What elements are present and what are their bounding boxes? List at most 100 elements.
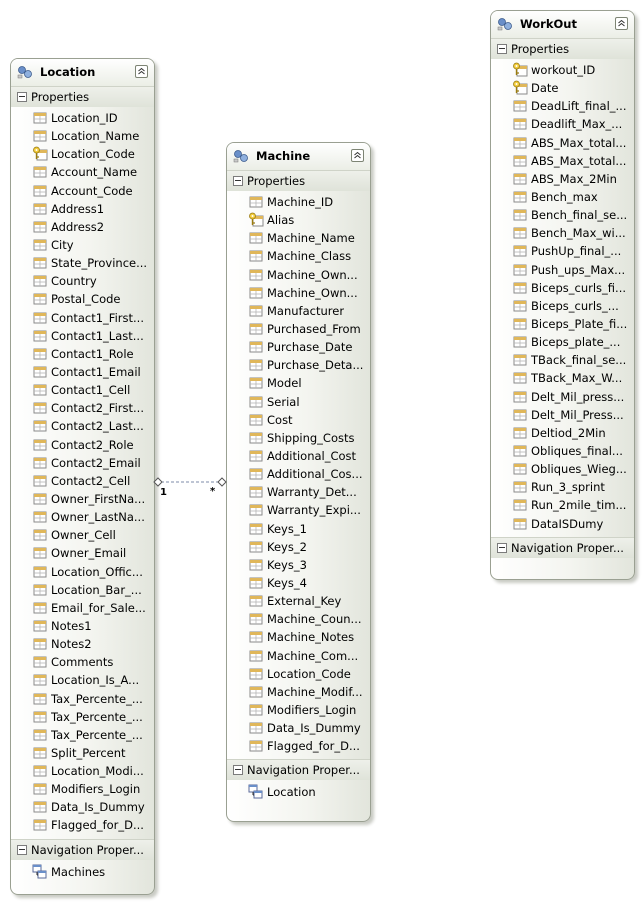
property-item[interactable]: Location_Name — [11, 127, 154, 145]
property-item[interactable]: Machine_ID — [227, 193, 370, 211]
navigation-section-header[interactable]: Navigation Proper... — [227, 759, 370, 781]
property-item[interactable]: Delt_Mil_Press... — [491, 406, 634, 424]
property-item[interactable]: Account_Code — [11, 182, 154, 200]
collapse-icon[interactable] — [615, 17, 628, 30]
property-item[interactable]: Warranty_Det... — [227, 483, 370, 501]
property-item[interactable]: Obliques_final... — [491, 442, 634, 460]
property-item[interactable]: Contact1_Last... — [11, 327, 154, 345]
key-property-item[interactable]: Alias — [227, 211, 370, 229]
property-item[interactable]: DeadLift_final_... — [491, 97, 634, 115]
property-item[interactable]: Location_Offic... — [11, 563, 154, 581]
property-item[interactable]: Flagged_for_D... — [227, 737, 370, 755]
property-item[interactable]: Purchased_From — [227, 320, 370, 338]
property-item[interactable]: Tax_Percente_... — [11, 726, 154, 744]
property-item[interactable]: ABS_Max_total... — [491, 152, 634, 170]
property-item[interactable]: ABS_Max_2Min — [491, 170, 634, 188]
property-item[interactable]: Deltiod_2Min — [491, 424, 634, 442]
property-item[interactable]: City — [11, 236, 154, 254]
property-item[interactable]: Address1 — [11, 200, 154, 218]
property-item[interactable]: Owner_LastNa... — [11, 508, 154, 526]
property-item[interactable]: Bench_Max_wi... — [491, 224, 634, 242]
property-item[interactable]: Contact1_Role — [11, 345, 154, 363]
property-item[interactable]: Keys_4 — [227, 574, 370, 592]
navigation-section-header[interactable]: Navigation Proper... — [11, 838, 154, 860]
property-item[interactable]: Purchase_Deta... — [227, 356, 370, 374]
properties-section-header[interactable]: Properties — [227, 170, 370, 191]
property-item[interactable]: Machine_Name — [227, 229, 370, 247]
navigation-property-item[interactable]: Location — [227, 783, 370, 801]
property-item[interactable]: Manufacturer — [227, 302, 370, 320]
property-item[interactable]: Contact2_Cell — [11, 472, 154, 490]
property-item[interactable]: Keys_1 — [227, 520, 370, 538]
collapse-section-icon[interactable] — [497, 44, 507, 54]
collapse-section-icon[interactable] — [233, 176, 243, 186]
properties-section-header[interactable]: Properties — [11, 86, 154, 107]
property-item[interactable]: Contact1_Email — [11, 363, 154, 381]
property-item[interactable]: Shipping_Costs — [227, 429, 370, 447]
collapse-section-icon[interactable] — [497, 542, 507, 553]
property-item[interactable]: Obliques_Wieg... — [491, 460, 634, 478]
property-item[interactable]: Bench_final_se... — [491, 206, 634, 224]
property-item[interactable]: Biceps_curls_... — [491, 297, 634, 315]
machine-entity[interactable]: Machine Properties Machine_ID Alias — [226, 142, 371, 822]
property-item[interactable]: Delt_Mil_press... — [491, 388, 634, 406]
property-item[interactable]: Additional_Cos... — [227, 465, 370, 483]
property-item[interactable]: Modifiers_Login — [227, 701, 370, 719]
property-item[interactable]: Purchase_Date — [227, 338, 370, 356]
property-item[interactable]: Warranty_Expi... — [227, 501, 370, 519]
location-entity-header[interactable]: Location — [11, 59, 154, 86]
workout-entity[interactable]: WorkOut Properties workout_ID — [490, 10, 635, 580]
navigation-property-item[interactable]: Machines — [11, 863, 154, 881]
property-item[interactable]: Run_2mile_tim... — [491, 496, 634, 514]
property-item[interactable]: Postal_Code — [11, 290, 154, 308]
property-item[interactable]: Machine_Own... — [227, 266, 370, 284]
property-item[interactable]: Location_Modi... — [11, 762, 154, 780]
property-item[interactable]: Biceps_plate_... — [491, 333, 634, 351]
property-item[interactable]: TBack_Max_W... — [491, 369, 634, 387]
property-item[interactable]: Machine_Coun... — [227, 610, 370, 628]
collapse-icon[interactable] — [135, 65, 148, 78]
property-item[interactable]: DataISDumy — [491, 515, 634, 533]
property-item[interactable]: Machine_Modif... — [227, 683, 370, 701]
key-property-item[interactable]: Date — [491, 79, 634, 97]
property-item[interactable]: TBack_final_se... — [491, 351, 634, 369]
property-item[interactable]: Notes1 — [11, 617, 154, 635]
property-item[interactable]: Location_ID — [11, 109, 154, 127]
property-item[interactable]: State_Province... — [11, 254, 154, 272]
property-item[interactable]: Location_Is_A... — [11, 671, 154, 689]
collapse-section-icon[interactable] — [17, 844, 27, 855]
property-item[interactable]: Machine_Class — [227, 247, 370, 265]
collapse-section-icon[interactable] — [233, 765, 243, 776]
property-item[interactable]: Bench_max — [491, 188, 634, 206]
workout-entity-header[interactable]: WorkOut — [491, 11, 634, 38]
property-item[interactable]: Contact2_Role — [11, 436, 154, 454]
property-item[interactable]: Modifiers_Login — [11, 780, 154, 798]
property-item[interactable]: Owner_Email — [11, 544, 154, 562]
property-item[interactable]: Tax_Percente_... — [11, 708, 154, 726]
property-item[interactable]: Account_Name — [11, 163, 154, 181]
property-item[interactable]: External_Key — [227, 592, 370, 610]
property-item[interactable]: Country — [11, 272, 154, 290]
property-item[interactable]: Deadlift_Max_... — [491, 115, 634, 133]
property-item[interactable]: Contact1_Cell — [11, 381, 154, 399]
property-item[interactable]: Contact1_First... — [11, 309, 154, 327]
key-property-item[interactable]: Location_Code — [11, 145, 154, 163]
property-item[interactable]: Machine_Com... — [227, 647, 370, 665]
property-item[interactable]: Contact2_Last... — [11, 417, 154, 435]
property-item[interactable]: Biceps_curls_fi... — [491, 279, 634, 297]
property-item[interactable]: Keys_3 — [227, 556, 370, 574]
property-item[interactable]: Tax_Percente_... — [11, 690, 154, 708]
property-item[interactable]: Data_Is_Dummy — [11, 798, 154, 816]
property-item[interactable]: Machine_Own... — [227, 284, 370, 302]
property-item[interactable]: Contact2_First... — [11, 399, 154, 417]
property-item[interactable]: Location_Bar_... — [11, 581, 154, 599]
property-item[interactable]: Location_Code — [227, 665, 370, 683]
key-property-item[interactable]: workout_ID — [491, 61, 634, 79]
navigation-section-header[interactable]: Navigation Proper... — [491, 536, 634, 558]
property-item[interactable]: Biceps_Plate_fi... — [491, 315, 634, 333]
collapse-icon[interactable] — [351, 149, 364, 162]
property-item[interactable]: Machine_Notes — [227, 628, 370, 646]
property-item[interactable]: Contact2_Email — [11, 454, 154, 472]
property-item[interactable]: Split_Percent — [11, 744, 154, 762]
property-item[interactable]: Additional_Cost — [227, 447, 370, 465]
